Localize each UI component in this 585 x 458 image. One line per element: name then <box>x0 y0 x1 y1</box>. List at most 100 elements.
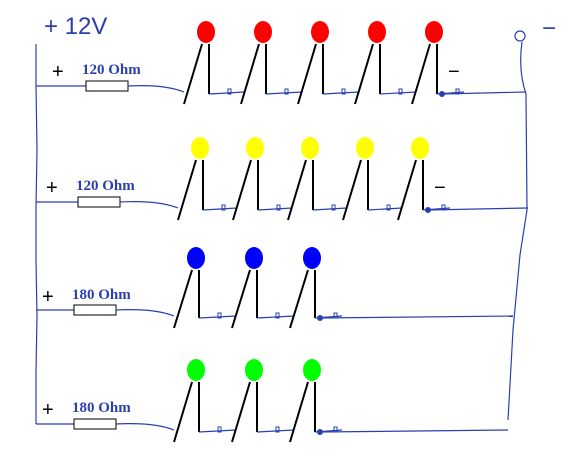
led-anode-leg <box>287 159 307 221</box>
resistor <box>73 418 117 430</box>
led-bulb <box>191 137 209 159</box>
led-anode-leg <box>173 269 193 329</box>
junction <box>227 88 232 95</box>
junction <box>398 88 403 95</box>
negative-bus <box>507 41 528 421</box>
series-wire <box>379 91 417 95</box>
led-bulb <box>187 247 205 269</box>
led-anode-leg <box>231 381 251 443</box>
led-bulb <box>245 247 263 269</box>
resistor-wire <box>115 309 175 317</box>
led-anode-leg <box>397 159 417 221</box>
resistor-label: 120 Ohm <box>82 62 141 78</box>
led-anode-leg <box>411 43 431 105</box>
resistor <box>85 80 129 92</box>
led <box>411 21 443 105</box>
junction <box>275 426 280 433</box>
led-row: +180 Ohm <box>36 247 514 329</box>
junction <box>386 204 391 211</box>
negative-terminal <box>514 30 526 42</box>
led <box>231 359 263 443</box>
junction <box>217 426 222 433</box>
return-wire <box>319 429 509 433</box>
negative-label: − <box>542 15 556 42</box>
led-rows: +120 Ohm−+120 Ohm−+180 Ohm+180 Ohm <box>36 21 529 443</box>
led-anode-leg <box>231 269 251 329</box>
resistor-wire <box>127 85 185 93</box>
led <box>173 359 205 443</box>
junction <box>276 204 281 211</box>
return-wire <box>319 315 514 319</box>
junction <box>284 88 289 95</box>
led-anode-leg <box>289 381 309 443</box>
led <box>289 247 321 329</box>
junction <box>217 312 222 319</box>
junction <box>275 312 280 319</box>
led-bulb <box>356 137 374 159</box>
plus-sign: + <box>52 61 64 83</box>
series-wire <box>322 91 360 95</box>
led-bulb <box>411 137 429 159</box>
led <box>177 137 209 221</box>
led-anode-leg <box>240 43 260 105</box>
plus-sign: + <box>42 399 54 421</box>
series-wire <box>202 207 238 211</box>
led <box>287 137 319 221</box>
led-bulb <box>301 137 319 159</box>
led-anode-leg <box>177 159 197 221</box>
led-anode-leg <box>232 159 252 221</box>
minus-sign: − <box>448 61 460 83</box>
led-row: +120 Ohm − <box>36 137 529 221</box>
junction <box>331 204 336 211</box>
led <box>232 137 264 221</box>
led <box>183 21 215 105</box>
resistor-label: 180 Ohm <box>72 400 131 416</box>
junction <box>221 204 226 211</box>
resistor-wire <box>119 201 179 209</box>
positive-bus <box>35 44 38 424</box>
return-wire <box>427 207 529 211</box>
led-row: +120 Ohm − <box>36 21 527 105</box>
led <box>240 21 272 105</box>
led <box>397 137 429 221</box>
resistor-label: 180 Ohm <box>72 287 131 303</box>
series-wire <box>265 91 303 95</box>
resistor-wire <box>115 423 175 431</box>
plus-sign: + <box>46 177 58 199</box>
minus-sign: − <box>434 177 446 199</box>
led <box>354 21 386 105</box>
led <box>231 247 263 329</box>
led-bulb <box>246 137 264 159</box>
led <box>342 137 374 221</box>
led-anode-leg <box>289 269 309 329</box>
led-anode-leg <box>354 43 374 105</box>
led-bulb <box>311 21 329 43</box>
led-bulb <box>245 359 263 381</box>
return-wire <box>441 91 527 95</box>
led-bulb <box>368 21 386 43</box>
series-wire <box>208 91 246 95</box>
series-wire <box>257 207 293 211</box>
led-bulb <box>303 247 321 269</box>
led-bulb <box>425 21 443 43</box>
led <box>289 359 321 443</box>
resistor <box>73 304 117 316</box>
led <box>297 21 329 105</box>
led-bulb <box>254 21 272 43</box>
resistor-label: 120 Ohm <box>76 178 135 194</box>
led-bulb <box>187 359 205 381</box>
resistor <box>77 196 121 208</box>
plus-sign: + <box>42 286 54 308</box>
supply-label: + 12V <box>44 13 107 40</box>
led-bulb <box>303 359 321 381</box>
led-anode-leg <box>173 381 193 443</box>
series-wire <box>367 207 403 211</box>
junction <box>341 88 346 95</box>
led <box>173 247 205 329</box>
led-row: +180 Ohm <box>36 359 509 443</box>
led-bulb <box>197 21 215 43</box>
led-anode-leg <box>342 159 362 221</box>
led-anode-leg <box>183 43 203 105</box>
series-wire <box>312 207 348 211</box>
